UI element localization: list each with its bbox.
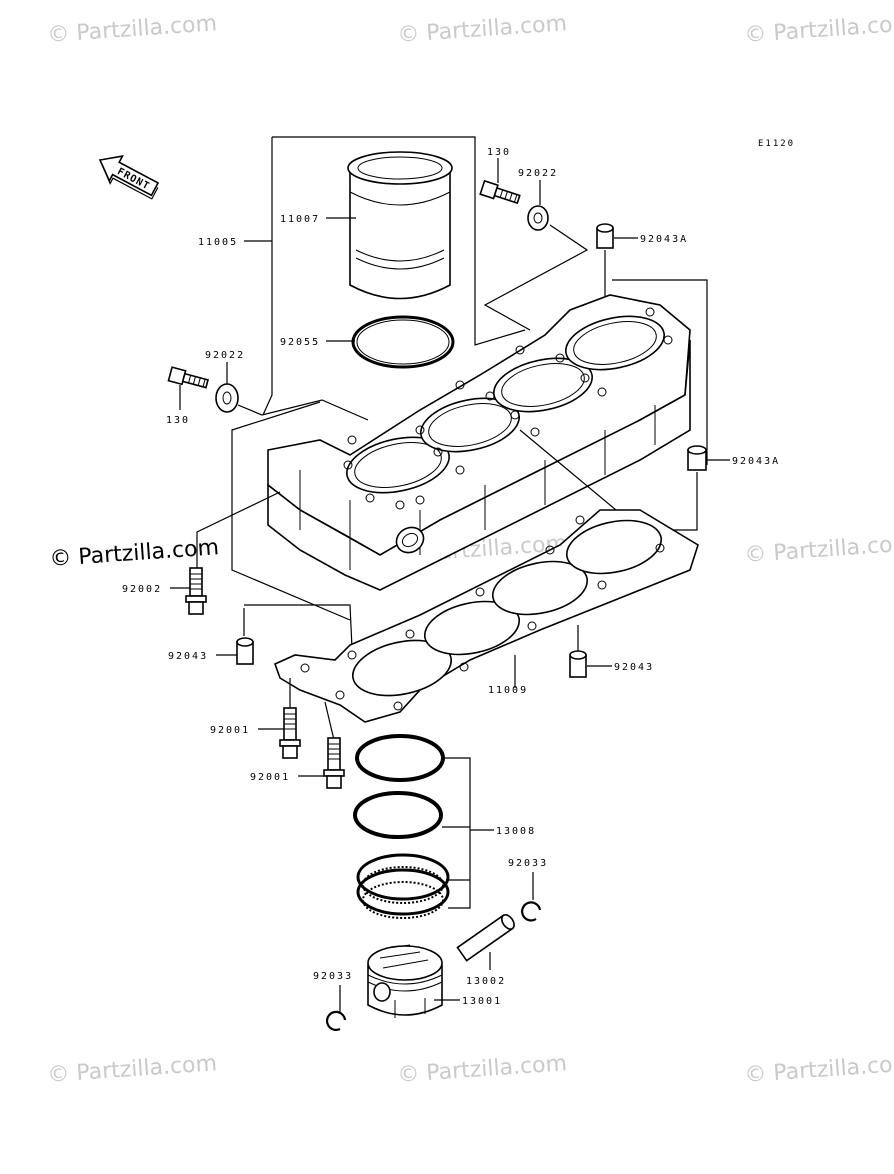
- leader-block-left: [231, 401, 351, 621]
- dowel-92043-left: [236, 637, 254, 665]
- front-arrow-icon: FRONT: [98, 155, 160, 200]
- label-13002: 13002: [466, 976, 506, 987]
- leader-11005-top: [272, 136, 526, 346]
- label-92001-b: 92001: [250, 772, 290, 783]
- bolt-92001-a: [279, 707, 301, 759]
- piston-13001: [367, 944, 443, 1018]
- diagram-code: E1120: [758, 139, 795, 149]
- circlip-92033-left: [325, 1010, 347, 1031]
- label-92043-right: 92043: [614, 662, 654, 673]
- piston-ring-top: [355, 734, 445, 782]
- watermark: © Partzilla.com: [744, 11, 894, 48]
- bolt-130-top: [479, 179, 521, 205]
- watermark: © Partzilla.com: [397, 11, 568, 48]
- leader-11005-left: [262, 137, 273, 416]
- label-92043-left: 92043: [168, 651, 208, 662]
- bolt-130-left: [167, 366, 209, 389]
- dowel-92043-right: [569, 650, 587, 678]
- watermark-main: © Partzilla.com: [49, 535, 220, 572]
- label-92002: 92002: [122, 584, 162, 595]
- label-92055: 92055: [280, 337, 320, 348]
- watermark: © Partzilla.com: [397, 1051, 568, 1088]
- leader-13008-bracket: [442, 757, 471, 909]
- dowel-92043A-right: [687, 445, 707, 471]
- piston-ring-second: [353, 791, 443, 839]
- leader-92002: [196, 491, 281, 570]
- piston-ring-oil: [356, 853, 450, 919]
- watermark: © Partzilla.com: [744, 1051, 894, 1088]
- label-92033-right: 92033: [508, 858, 548, 869]
- o-ring-92055: [351, 315, 455, 369]
- leader-washer-to-head: [483, 224, 589, 331]
- label-92022-left: 92022: [205, 350, 245, 361]
- label-92043A-right: 92043A: [732, 456, 780, 467]
- watermark: © Partzilla.com: [47, 11, 218, 48]
- label-92001-a: 92001: [210, 725, 250, 736]
- label-130-top: 130: [487, 147, 511, 158]
- dowel-92043A-top: [596, 223, 614, 249]
- watermark: © Partzilla.com: [744, 531, 894, 568]
- label-92033-left: 92033: [313, 971, 353, 982]
- washer-92022-left: [215, 383, 239, 413]
- bolt-92002: [185, 567, 207, 615]
- cylinder-block: [267, 294, 691, 591]
- label-130-left: 130: [166, 415, 190, 426]
- bolt-92001-b: [323, 737, 345, 789]
- circlip-92033-right: [521, 901, 542, 922]
- leader-92001-b-up: [324, 701, 335, 741]
- part-labels: 11005 11007 92055 130 92022 92043A 92022…: [122, 147, 780, 1007]
- leader-92043-left-bracket: [243, 604, 353, 649]
- label-13008: 13008: [496, 826, 536, 837]
- watermarks: © Partzilla.com © Partzilla.com © Partzi…: [47, 11, 894, 1088]
- leader-block-right: [612, 279, 708, 465]
- watermark: © Partzilla.com: [47, 1051, 218, 1088]
- washer-92022-top: [527, 205, 549, 231]
- piston-pin-13002: [456, 913, 515, 962]
- cylinder-gasket-11009: [273, 509, 699, 723]
- label-13001: 13001: [462, 996, 502, 1007]
- label-92022-top: 92022: [518, 168, 558, 179]
- o-ring-inner: [356, 319, 450, 365]
- label-11007: 11007: [280, 214, 320, 225]
- leader-washer-left: [237, 399, 369, 421]
- cylinder-sleeve-11007: [347, 151, 453, 300]
- label-11005: 11005: [198, 237, 238, 248]
- label-92043A-top: 92043A: [640, 234, 688, 245]
- label-11009: 11009: [488, 685, 528, 696]
